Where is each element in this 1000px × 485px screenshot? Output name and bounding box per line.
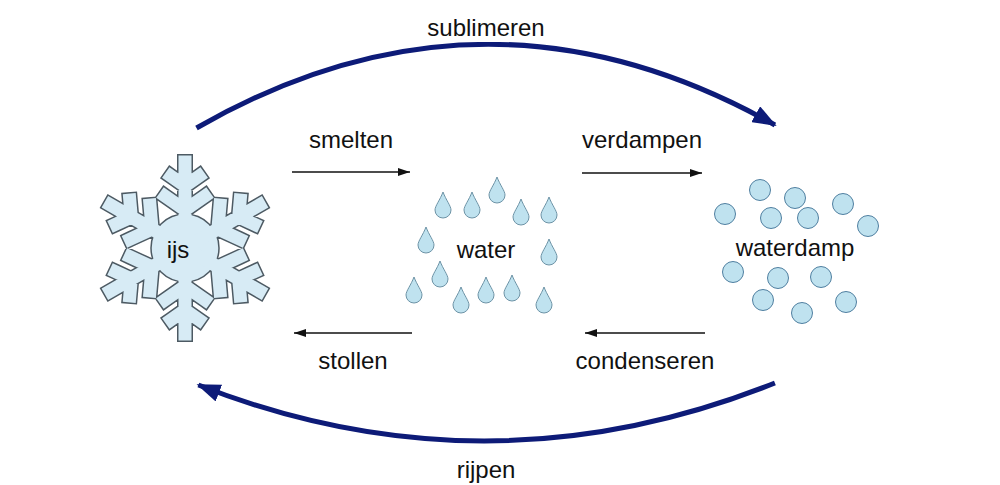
- water-drop: [541, 197, 557, 223]
- water-drop: [541, 239, 557, 265]
- vapour-bubble: [753, 290, 774, 311]
- vapour-bubble: [723, 262, 744, 283]
- vapour-bubbles: waterdamp: [712, 178, 882, 328]
- curved-transition-arrow: [198, 383, 775, 441]
- transition-arrow: [294, 332, 412, 334]
- water-drop: [432, 261, 448, 287]
- vapour-bubble: [811, 267, 832, 288]
- water-drop: [478, 277, 494, 303]
- state-label: waterdamp: [736, 234, 855, 262]
- ice-snowflake: ijs: [92, 150, 282, 342]
- water-drop: [513, 199, 529, 225]
- snowflake-fill: [111, 162, 260, 334]
- vapour-bubble: [836, 292, 857, 313]
- transition-label: rijpen: [454, 456, 519, 484]
- water-drop: [464, 192, 480, 218]
- transition-label: sublimeren: [424, 14, 547, 42]
- transition-arrow: [585, 332, 705, 334]
- transition-label: verdampen: [579, 126, 705, 154]
- transition-label: smelten: [306, 126, 396, 154]
- curved-transition-arrow: [197, 44, 775, 128]
- vapour-bubble: [792, 303, 813, 324]
- vapour-bubble: [785, 188, 806, 209]
- water-drop: [453, 287, 469, 313]
- transition-arrow: [582, 172, 702, 174]
- water-drop: [406, 277, 422, 303]
- water-drop: [536, 287, 552, 313]
- vapour-bubble: [761, 208, 782, 229]
- vapour-bubble: [750, 180, 771, 201]
- snowflake-outline: [111, 162, 260, 334]
- vapour-bubble: [768, 268, 789, 289]
- state-label: ijs: [167, 236, 190, 264]
- transition-label: stollen: [315, 347, 390, 375]
- vapour-bubble: [833, 194, 854, 215]
- water-drop: [435, 192, 451, 218]
- water-drops: water: [400, 176, 565, 328]
- vapour-bubble: [798, 208, 819, 229]
- vapour-bubble: [858, 216, 879, 237]
- state-label: water: [457, 236, 516, 264]
- water-drop: [489, 177, 505, 203]
- water-drop: [418, 227, 434, 253]
- transition-arrow: [292, 171, 410, 173]
- water-drop: [504, 275, 520, 301]
- vapour-bubble: [715, 204, 736, 225]
- transition-label: condenseren: [573, 347, 718, 375]
